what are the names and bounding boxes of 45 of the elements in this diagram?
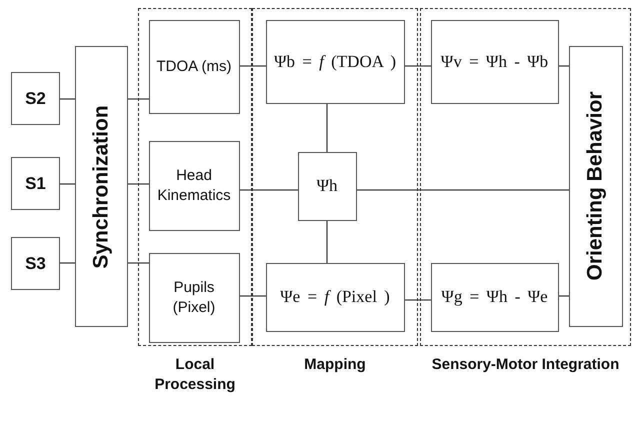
source-box (11, 72, 60, 125)
connector-line (559, 65, 569, 67)
connector-line (405, 65, 431, 67)
formula-text: Ψg = Ψh - Ψe (441, 287, 548, 307)
formula-text: Ψb = f (TDOA ) (274, 52, 396, 72)
source-label: S3 (25, 254, 46, 274)
formula-box (430, 20, 558, 104)
connector-line (240, 295, 266, 297)
source-box (11, 157, 60, 210)
stage-label: Synchronization (90, 104, 114, 268)
process-label: Pupils (Pixel) (172, 278, 216, 317)
connector-line (240, 189, 298, 191)
connector-line (326, 104, 328, 152)
connector-line (60, 183, 75, 185)
formula-text: Ψv = Ψh - Ψb (440, 52, 548, 72)
group-title: Local Processing (154, 355, 236, 394)
connector-line (128, 183, 149, 185)
source-label: S2 (25, 88, 46, 108)
connector-line (559, 295, 569, 297)
stage-bar (568, 46, 622, 326)
process-box (148, 20, 240, 114)
connector-line (128, 98, 149, 100)
connector-line (128, 262, 149, 264)
connector-line (60, 98, 75, 100)
formula-box (266, 20, 404, 104)
process-label: Head Kinematics (156, 166, 232, 205)
source-box (11, 237, 60, 290)
connector-line (405, 299, 431, 301)
group-title: Mapping (303, 355, 367, 374)
formula-text: Ψe = f (Pixel ) (280, 287, 390, 307)
process-label: TDOA (ms) (156, 56, 232, 76)
connector-line (60, 262, 75, 264)
process-box (148, 252, 240, 342)
connector-line (357, 189, 569, 191)
connector-line (326, 221, 328, 263)
formula-box (266, 262, 404, 332)
formula-box (298, 152, 356, 220)
stage-bar (75, 46, 128, 327)
source-label: S1 (25, 174, 46, 194)
connector-line (240, 65, 266, 67)
formula-text: Ψh (316, 176, 338, 196)
stage-label: Orienting Behavior (584, 91, 608, 281)
group-title: Sensory-Motor Integration (430, 355, 620, 374)
formula-box (430, 262, 558, 332)
process-box (148, 140, 240, 230)
